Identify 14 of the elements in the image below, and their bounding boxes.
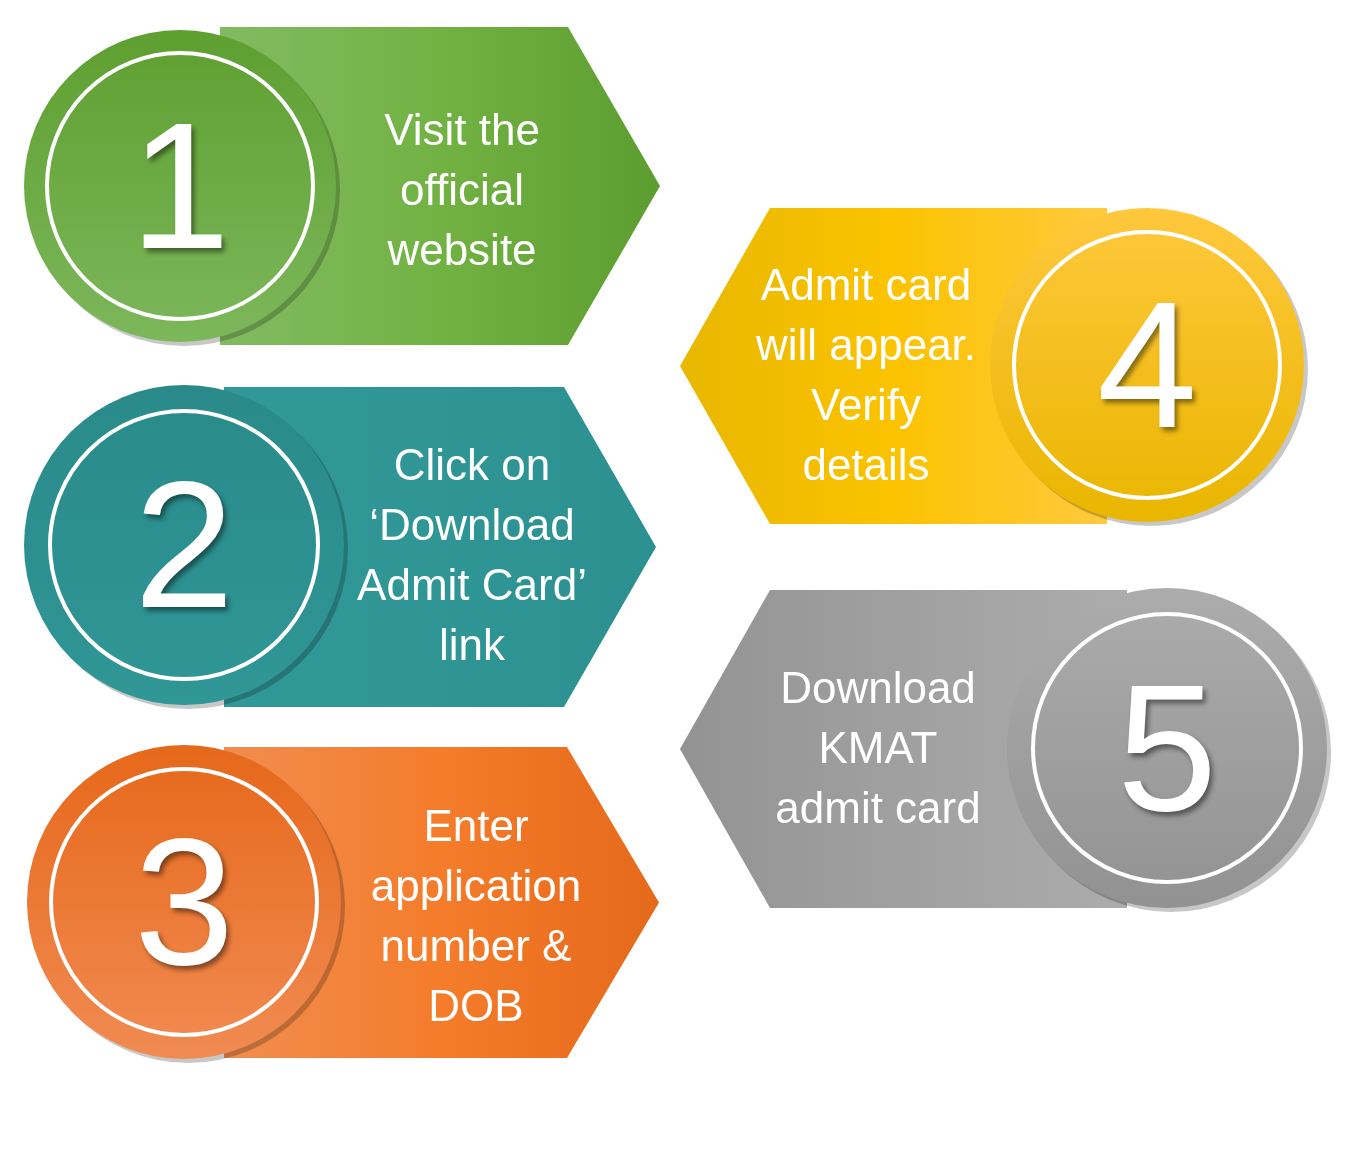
- step-number: 1: [129, 96, 231, 276]
- step-description: Admit card will appear. Verify details: [754, 259, 978, 491]
- step-number: 3: [133, 812, 235, 992]
- step-number: 4: [1096, 275, 1198, 455]
- step-description: Visit the official website: [383, 104, 541, 276]
- step-description: Download KMAT admit card: [774, 662, 982, 834]
- step-description: Enter application number & DOB: [369, 800, 583, 1032]
- arrow-banner: [224, 387, 656, 707]
- step-description: Click on ‘Download Admit Card’ link: [356, 439, 588, 671]
- step-circle: [990, 208, 1308, 526]
- step-number: 5: [1116, 658, 1218, 838]
- step-circle: [1007, 588, 1331, 912]
- arrow-banner: [220, 27, 660, 345]
- step-number: 2: [133, 455, 235, 635]
